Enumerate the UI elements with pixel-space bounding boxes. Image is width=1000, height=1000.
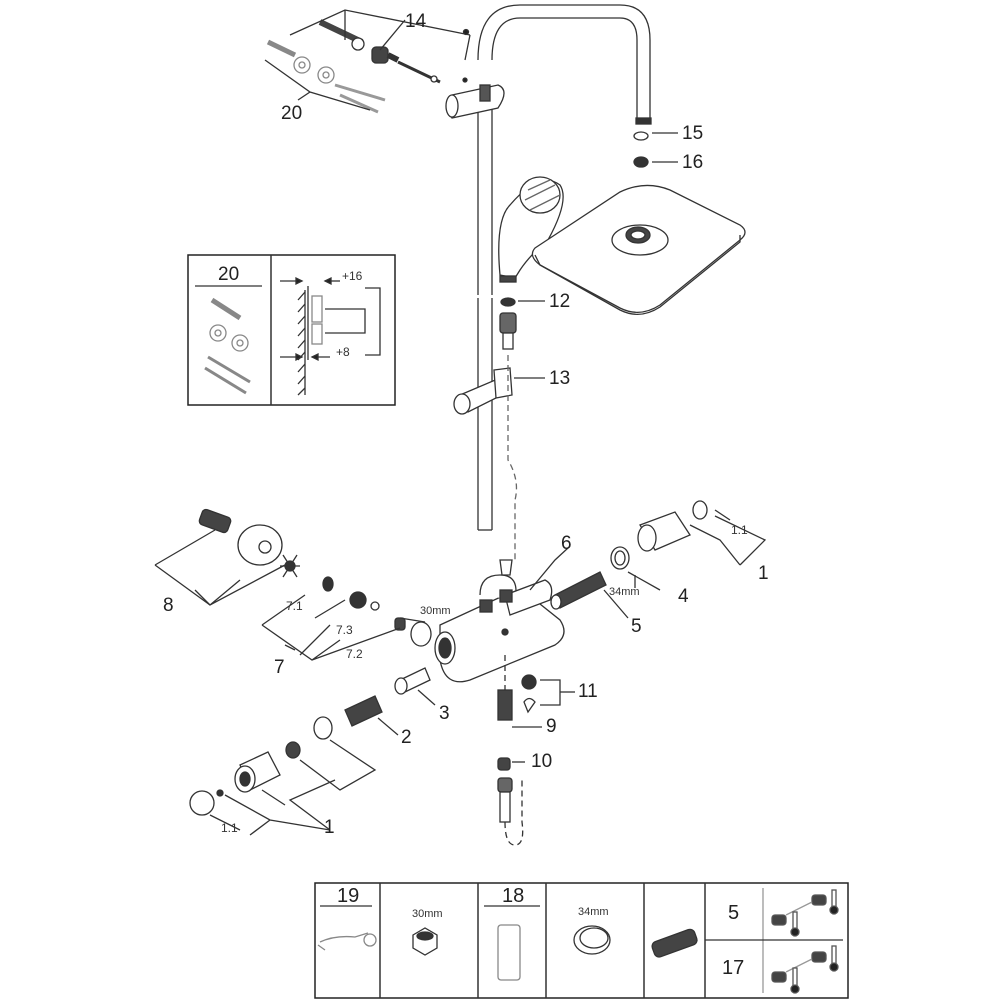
part-14-group xyxy=(289,9,471,84)
tool-34mm-label: 34mm xyxy=(578,906,609,918)
washer-15 xyxy=(633,131,649,141)
variant-17-number: 17 xyxy=(722,957,745,979)
callout-14: 14 xyxy=(405,11,427,32)
hose-nut xyxy=(499,312,517,334)
left-parts-lower xyxy=(189,667,436,836)
callout-1-1-right: 1.1 xyxy=(731,523,748,537)
tool-30mm-label: 30mm xyxy=(412,908,443,920)
callout-10: 10 xyxy=(531,751,553,772)
mixer-body xyxy=(434,559,565,683)
callout-1-1-left: 1.1 xyxy=(221,821,238,835)
right-parts xyxy=(529,500,767,619)
callout-7-2: 7.2 xyxy=(346,647,363,661)
slider-13 xyxy=(453,367,513,415)
tool-table xyxy=(314,882,849,999)
callout-7: 7 xyxy=(274,657,285,678)
callout-6: 6 xyxy=(561,533,572,554)
left-parts-upper xyxy=(154,508,432,661)
inset-offset-bottom: +8 xyxy=(336,345,350,359)
arm-end xyxy=(635,117,652,125)
dimension-30mm: 30mm xyxy=(420,605,451,617)
washer-16 xyxy=(633,156,649,168)
tool-19-number: 19 xyxy=(337,885,360,907)
dimension-34mm: 34mm xyxy=(609,586,640,598)
inset-offset-top: +16 xyxy=(342,269,363,283)
callout-8: 8 xyxy=(163,595,174,616)
callout-4: 4 xyxy=(678,586,689,607)
callout-5: 5 xyxy=(631,616,642,637)
variant-icons-5 xyxy=(771,889,839,937)
inset-part-number: 20 xyxy=(218,264,240,285)
shower-arm xyxy=(477,4,651,120)
callout-11: 11 xyxy=(578,681,598,702)
hose-top xyxy=(502,332,514,350)
callout-2: 2 xyxy=(401,727,412,748)
callout-7-1: 7.1 xyxy=(286,599,303,613)
callout-12: 12 xyxy=(549,291,571,312)
top-wall-bracket xyxy=(445,84,505,119)
inset-box-20 xyxy=(187,254,396,406)
callout-16: 16 xyxy=(682,152,704,173)
part-20-group xyxy=(264,39,386,114)
riser-rail xyxy=(477,100,493,531)
cartridge-9-10-11 xyxy=(497,655,575,846)
callout-9: 9 xyxy=(546,716,557,737)
hose-route xyxy=(507,355,518,560)
callout-3: 3 xyxy=(439,703,450,724)
callout-1-left: 1 xyxy=(324,817,335,838)
callout-15: 15 xyxy=(682,123,704,144)
callout-13: 13 xyxy=(549,368,571,389)
callout-20: 20 xyxy=(281,103,303,124)
variant-5-number: 5 xyxy=(728,902,740,924)
overhead-shower-head xyxy=(531,184,746,315)
tool-18-number: 18 xyxy=(502,885,525,907)
callout-1-right: 1 xyxy=(758,563,769,584)
callout-7-3: 7.3 xyxy=(336,623,353,637)
variant-icons-17 xyxy=(771,945,839,994)
washer-12 xyxy=(500,297,516,307)
